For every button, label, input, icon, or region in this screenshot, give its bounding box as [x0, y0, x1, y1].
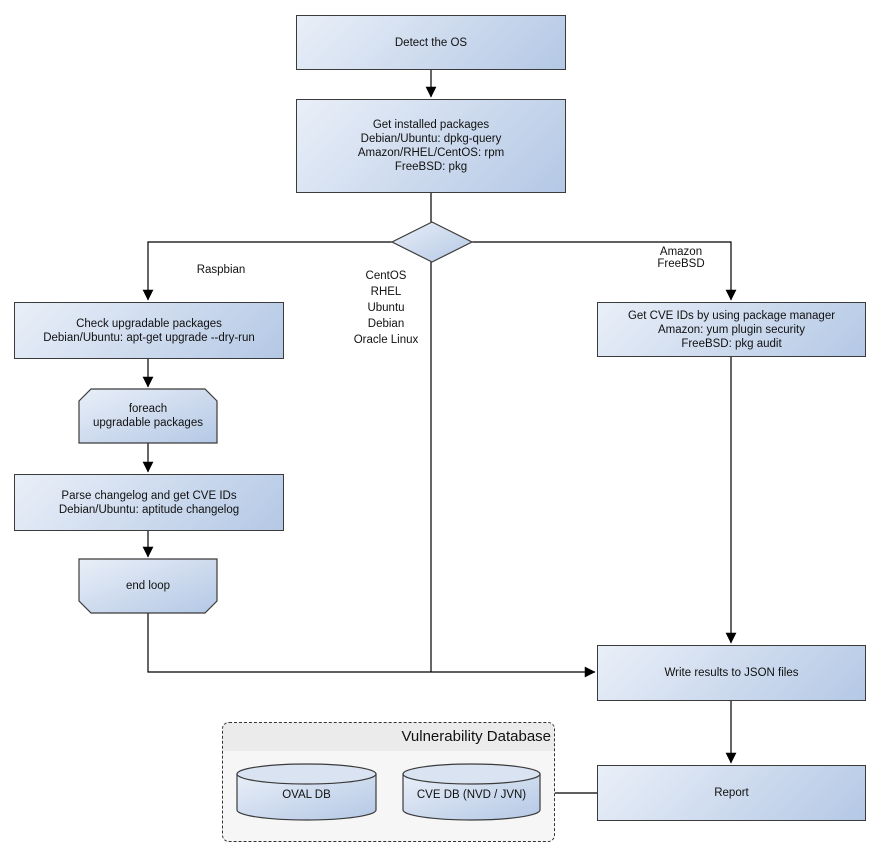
vulnerability-database-title: Vulnerability Database — [223, 723, 554, 751]
node-get-installed-packages: Get installed packages Debian/Ubuntu: dp… — [296, 99, 566, 193]
oval-db-cylinder — [236, 763, 377, 821]
node-get-installed-packages-line: Amazon/RHEL/CentOS: rpm — [357, 147, 505, 159]
edge-decision-to-checkupgradable — [142, 241, 392, 301]
node-report-label: Report — [714, 787, 749, 799]
foreach-loop-shape — [78, 388, 218, 444]
node-parse-changelog-line: Debian/Ubuntu: aptitude changelog — [58, 503, 240, 516]
node-parse-changelog: Parse changelog and get CVE IDs Debian/U… — [14, 474, 284, 531]
node-get-cve-ids-line: Get CVE IDs by using package manager — [627, 309, 836, 322]
edge-decision-to-getcveids — [472, 241, 737, 301]
node-get-installed-packages-line: Debian/Ubuntu: dpkg-query — [360, 133, 502, 145]
cve-db-cylinder — [402, 763, 541, 821]
node-get-installed-packages-line: FreeBSD: pkg — [394, 161, 468, 173]
decision-diamond — [390, 221, 474, 263]
node-report: Report — [597, 765, 866, 821]
end-loop-shape — [78, 558, 218, 614]
edge-label-right-branch: Amazon FreeBSD — [657, 246, 705, 270]
node-get-installed-packages-line: Get installed packages — [372, 119, 490, 131]
node-get-cve-ids: Get CVE IDs by using package manager Ama… — [597, 302, 866, 357]
node-get-cve-ids-line: FreeBSD: pkg audit — [681, 337, 782, 350]
edge-label-middle-branch: CentOS RHEL Ubuntu Debian Oracle Linux — [353, 270, 419, 346]
edge-label-raspbian: Raspbian — [196, 264, 246, 276]
node-detect-os-label: Detect the OS — [394, 36, 468, 49]
node-write-results: Write results to JSON files — [597, 645, 866, 701]
node-detect-os: Detect the OS — [296, 15, 566, 70]
edge-endloop-to-writeresults — [147, 613, 596, 678]
node-get-cve-ids-line: Amazon: yum plugin security — [657, 323, 805, 336]
node-write-results-label: Write results to JSON files — [664, 667, 799, 679]
node-parse-changelog-line: Parse changelog and get CVE IDs — [61, 489, 237, 502]
node-check-upgradable: Check upgradable packages Debian/Ubuntu:… — [14, 302, 284, 359]
node-check-upgradable-line: Check upgradable packages — [76, 317, 222, 330]
node-check-upgradable-line: Debian/Ubuntu: apt-get upgrade --dry-run — [43, 331, 255, 344]
